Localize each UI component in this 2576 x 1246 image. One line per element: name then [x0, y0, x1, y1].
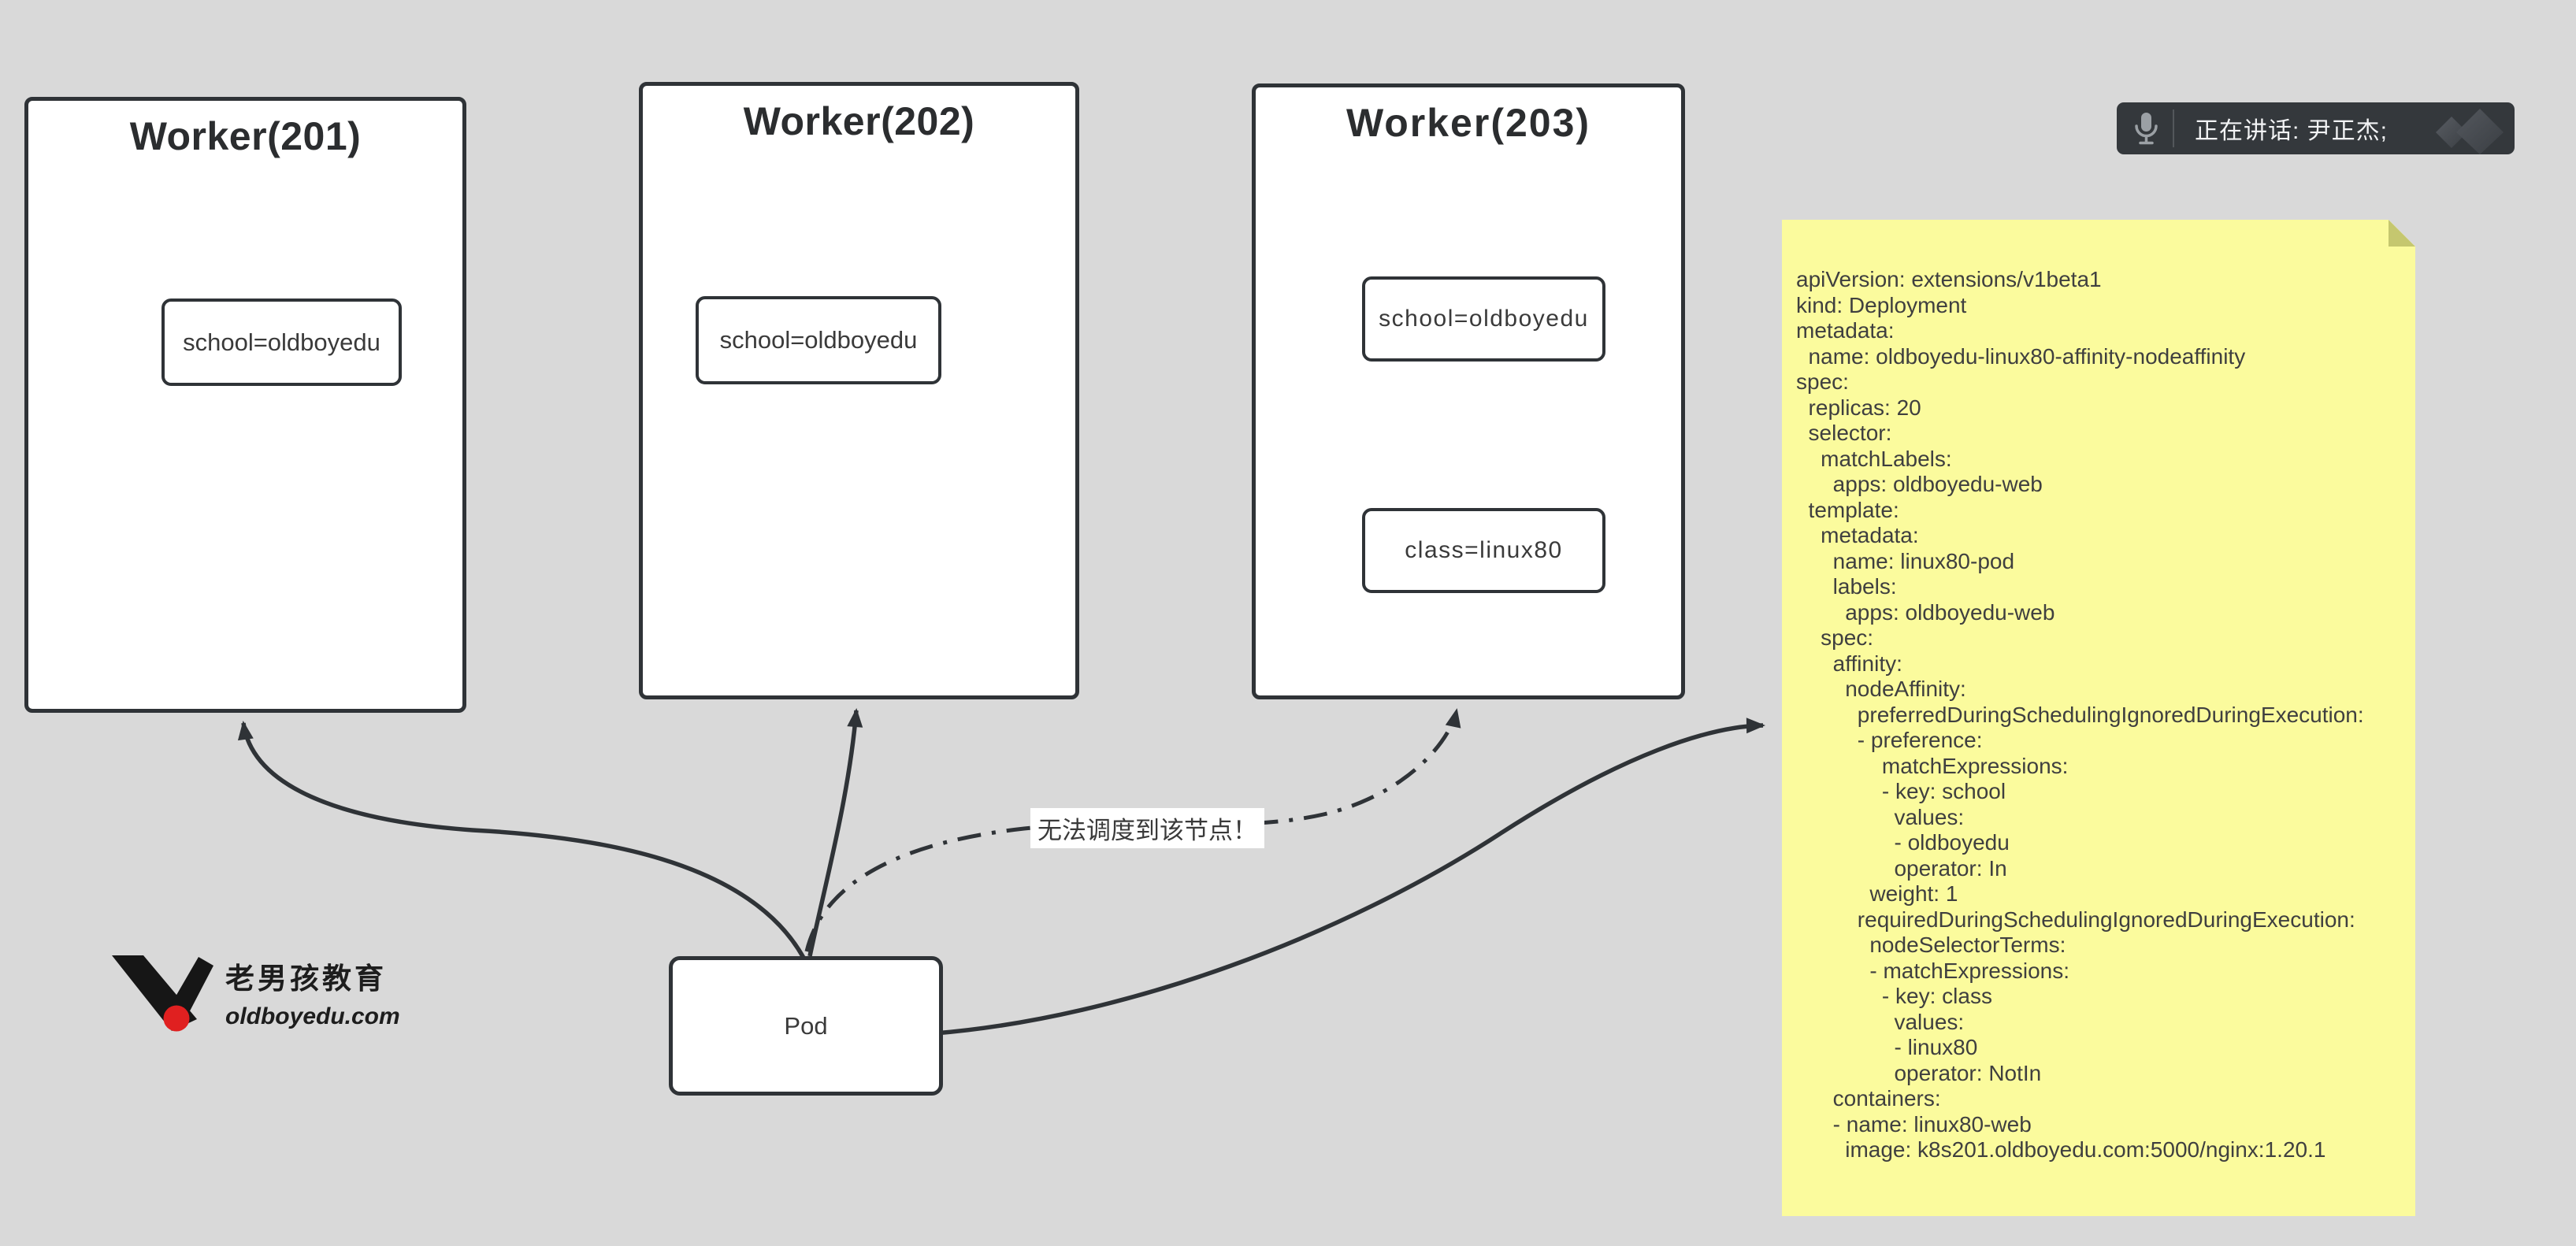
meeting-app-logo-icon: [2436, 109, 2504, 154]
note-fold-corner-icon: [2389, 220, 2415, 247]
worker-node-203: Worker(203) school=oldboyedu class=linux…: [1252, 83, 1685, 699]
edge-pod-to-note: [934, 718, 1765, 1036]
worker-node-201: Worker(201) school=oldboyedu: [24, 97, 466, 713]
speaking-text: 正在讲话: 尹正杰;: [2195, 118, 2389, 144]
worker-201-title: Worker(201): [129, 114, 362, 158]
worker-node-202: Worker(202) school=oldboyedu: [639, 82, 1079, 699]
logo-red-dot-icon: [163, 1005, 190, 1032]
edge-pod-to-worker202: [807, 708, 863, 957]
logo-domain-text: oldboyedu.com: [225, 1003, 400, 1029]
yaml-content: apiVersion: extensions/v1beta1 kind: Dep…: [1796, 267, 2364, 1162]
speaking-indicator-bar[interactable]: 正在讲话: 尹正杰;: [2117, 102, 2515, 154]
worker-202-label-school: school=oldboyedu: [696, 296, 941, 384]
microphone-icon: [2135, 113, 2158, 145]
worker-201-label-school: school=oldboyedu: [161, 299, 402, 386]
pod-node: Pod: [669, 956, 943, 1096]
yaml-sticky-note: apiVersion: extensions/v1beta1 kind: Dep…: [1782, 220, 2415, 1216]
divider: [2173, 109, 2174, 147]
worker-203-label-school: school=oldboyedu: [1362, 276, 1605, 362]
worker-203-label-class: class=linux80: [1362, 508, 1605, 593]
oldboyedu-v-icon: [112, 955, 213, 1032]
cannot-schedule-label: 无法调度到该节点！: [1030, 808, 1264, 848]
worker-202-title: Worker(202): [743, 99, 975, 143]
logo-cn-text: 老男孩教育: [225, 962, 387, 995]
worker-203-title: Worker(203): [1346, 101, 1591, 145]
edge-pod-to-worker201: [237, 721, 806, 959]
oldboyedu-logo: 老男孩教育 oldboyedu.com: [109, 944, 400, 1038]
